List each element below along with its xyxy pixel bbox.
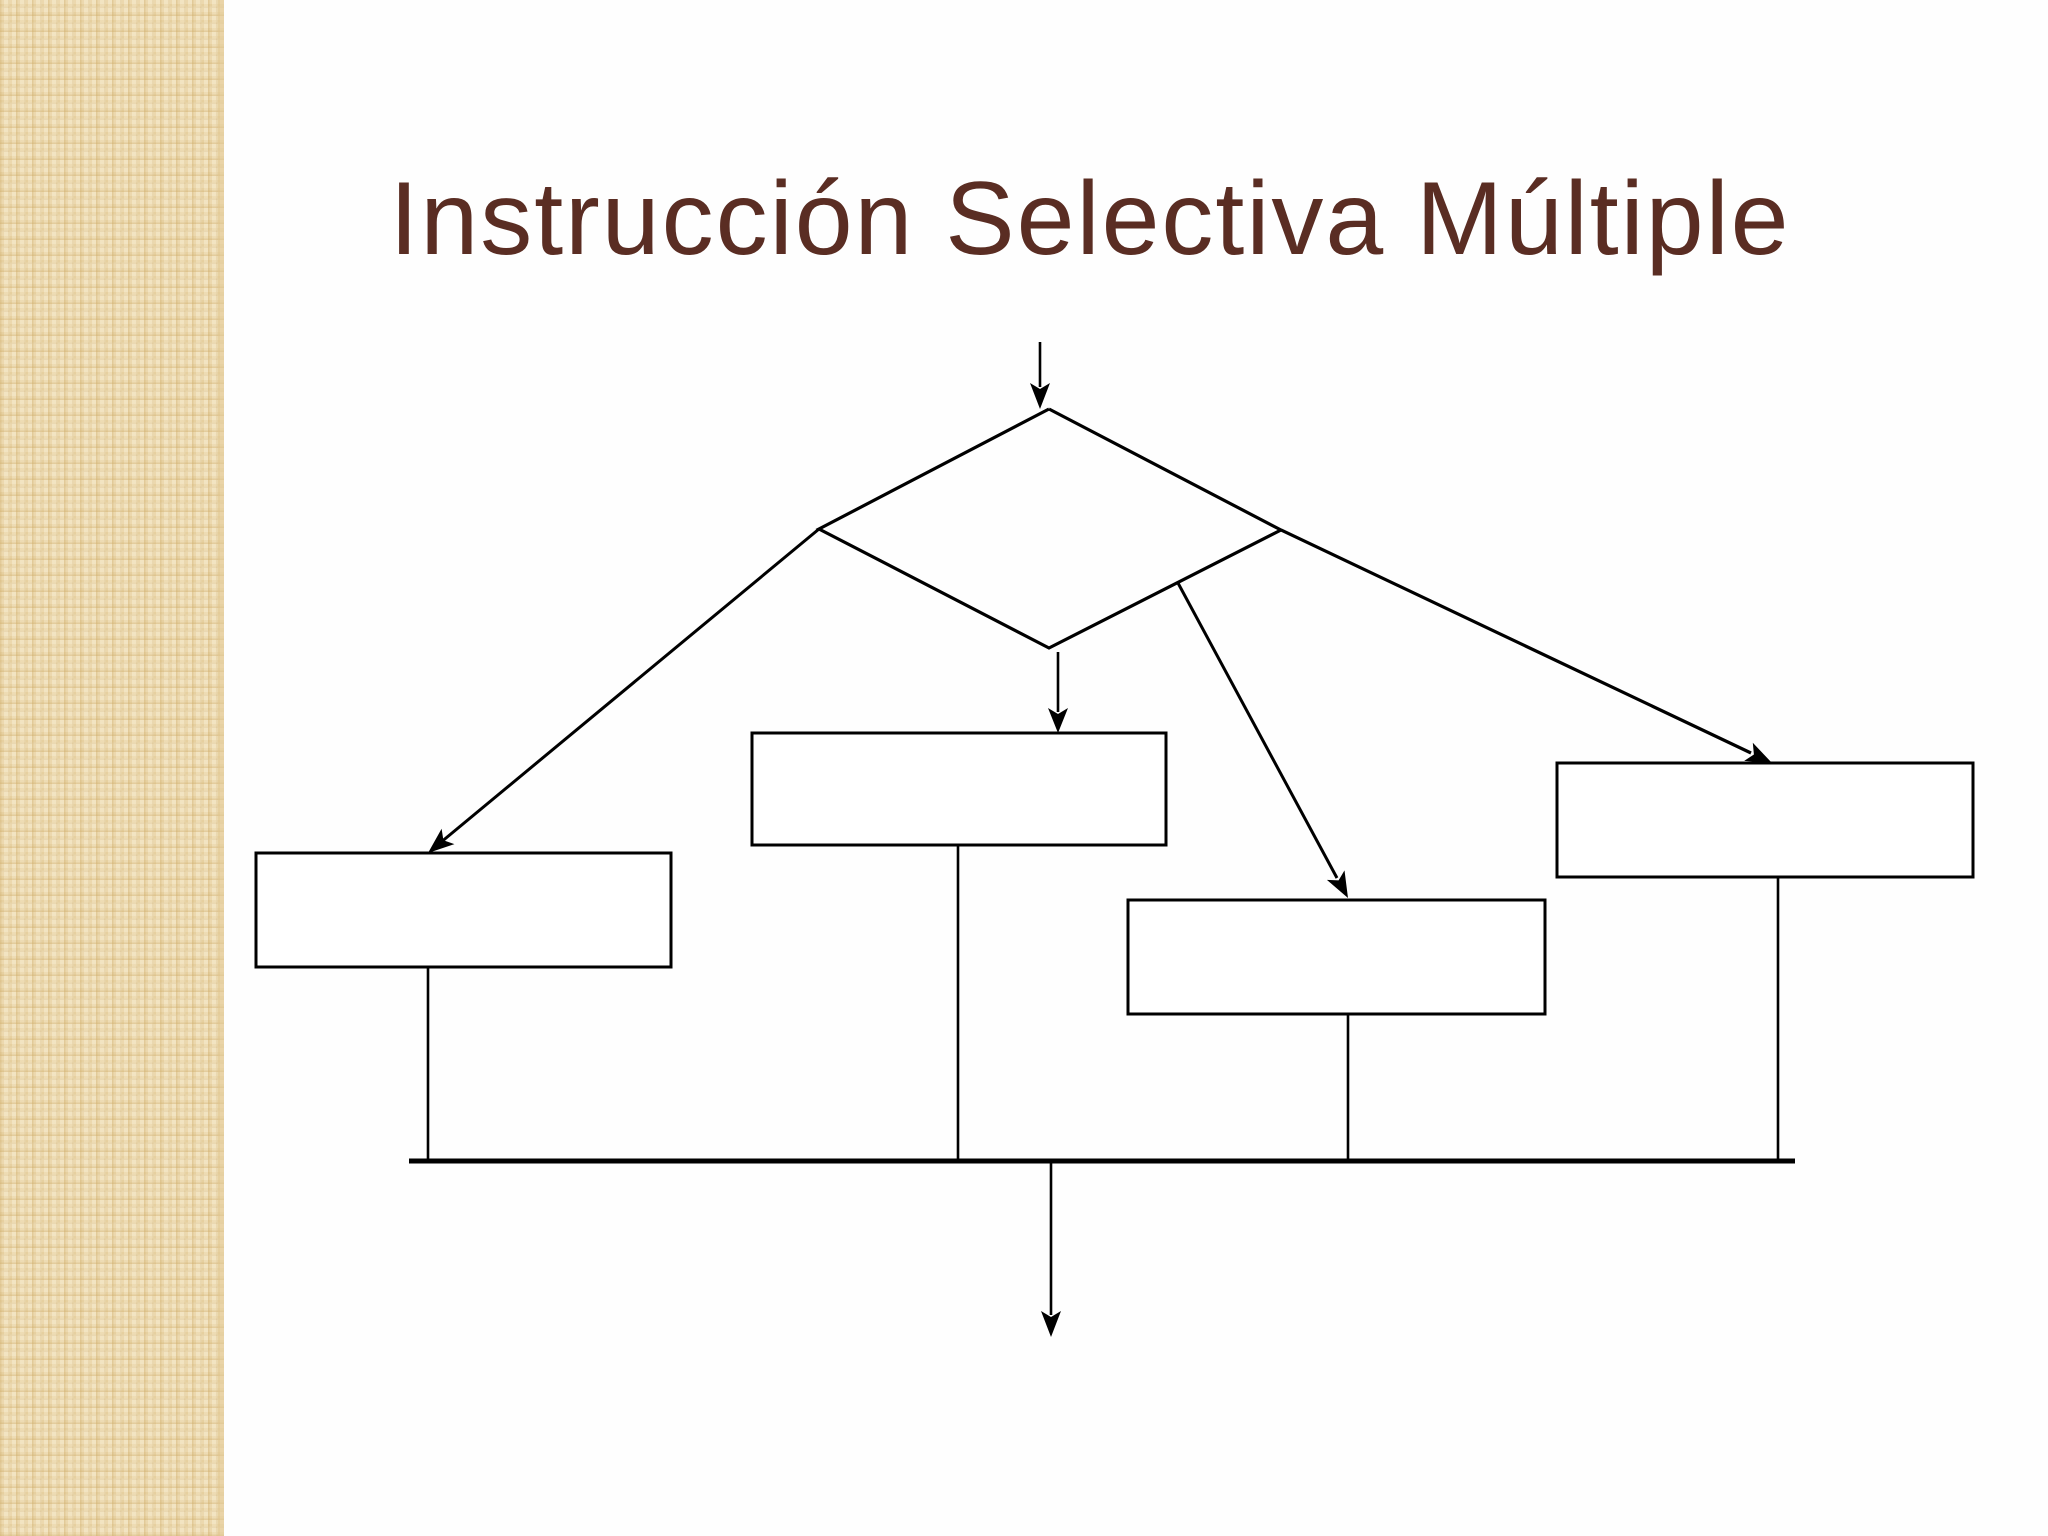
branch-arrowhead-case-1-icon [428,828,455,853]
decorative-texture-sidebar [0,0,224,1536]
branch-arrowhead-case-3-icon [1326,870,1348,898]
entry-arrowhead-icon [1030,383,1050,409]
process-box-case-4 [1555,761,1975,879]
branch-arrowhead-case-4-icon [1744,742,1772,763]
exit-arrowhead-icon [1041,1311,1061,1337]
decision-diamond [815,407,1282,650]
sidebar-edge-strip [218,0,224,1536]
branch-arrowhead-case-2-icon [1048,708,1068,733]
branch-line-case-1 [439,527,820,845]
branch-line-case-3 [1176,582,1339,879]
slide-title: Instrucción Selectiva Múltiple [389,161,1791,277]
process-box-case-1 [254,851,673,969]
branch-line-case-4 [1048,407,1752,755]
process-box-case-2 [750,731,1168,847]
process-box-case-3 [1126,898,1547,1016]
